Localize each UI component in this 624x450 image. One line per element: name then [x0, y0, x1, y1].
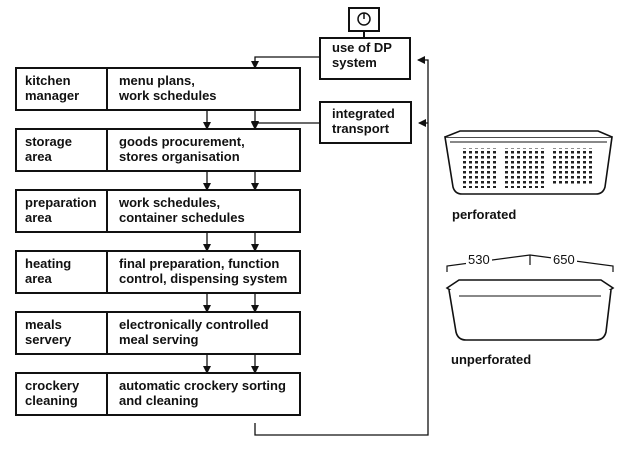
row-box [15, 372, 301, 416]
row-box [15, 128, 301, 172]
unperforated-caption: unperforated [451, 352, 532, 367]
area-label: crockery cleaning [25, 378, 80, 408]
task-label: electronically controlled meal serving [119, 317, 269, 347]
task-label: final preparation, function control, dis… [119, 256, 288, 286]
transport-label: integrated transport [332, 106, 395, 136]
computer-icon [348, 7, 380, 38]
row-box [15, 250, 301, 294]
task-label: menu plans, work schedules [119, 73, 217, 103]
dp-system-label: use of DP system [332, 40, 392, 70]
dim-width-label: 530 [466, 252, 492, 267]
row-box [15, 311, 301, 355]
dim-length-label: 650 [551, 252, 577, 267]
perforated-container-icon [444, 130, 613, 195]
row-box [15, 189, 301, 233]
area-label: preparation area [25, 195, 97, 225]
task-label: work schedules, container schedules [119, 195, 245, 225]
unperforated-container-icon [445, 254, 615, 341]
area-label: heating area [25, 256, 72, 286]
task-label: goods procurement, stores organisation [119, 134, 245, 164]
flow-arrows [203, 110, 259, 374]
area-label: kitchen manager [25, 73, 80, 103]
dp-system-box [319, 37, 411, 80]
task-label: automatic crockery sorting and cleaning [119, 378, 286, 408]
row-box [15, 67, 301, 111]
area-label: storage area [25, 134, 72, 164]
area-label: meals servery [25, 317, 72, 347]
process-chain [15, 67, 301, 416]
perforated-caption: perforated [452, 207, 517, 222]
